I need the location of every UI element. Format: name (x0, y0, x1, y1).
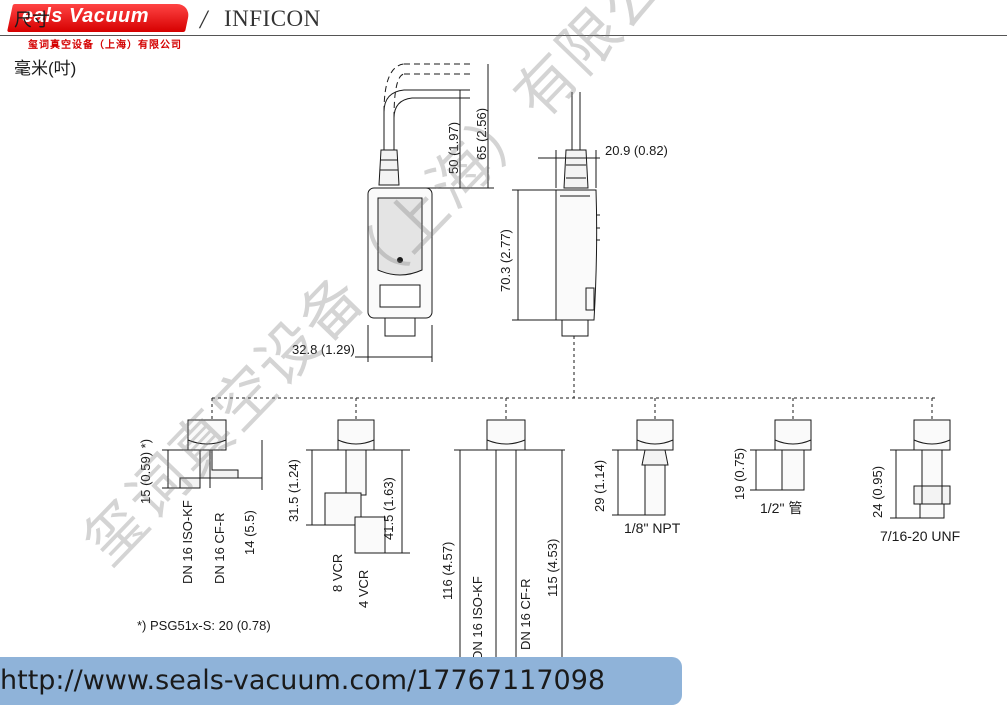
dim-unf-height: 24 (0.95) (870, 465, 885, 518)
fitting-tube (750, 419, 812, 491)
header-divider (0, 35, 1007, 36)
footnote: *) PSG51x-S: 20 (0.78) (137, 618, 271, 633)
url-banner (0, 657, 682, 705)
label-long-iso-kf: DN 16 ISO-KF (470, 576, 485, 660)
label-long-cf-r: DN 16 CF-R (518, 578, 533, 650)
dim-cf-r-height: 14 (5.5) (242, 510, 257, 555)
dim-tube-height: 19 (0.75) (732, 447, 747, 500)
dim-8vcr-height: 31.5 (1.24) (286, 459, 301, 522)
dim-long-cf-r: 115 (4.53) (545, 538, 560, 597)
fitting-unf (890, 419, 951, 519)
dim-npt-height: 29 (1.14) (592, 459, 607, 512)
units-label: 毫米(吋) (14, 59, 77, 78)
label-tube: 1/2" 管 (760, 500, 803, 516)
label-npt: 1/8" NPT (624, 520, 681, 536)
dim-front-width: 32.8 (1.29) (292, 342, 355, 357)
label-4vcr: 4 VCR (356, 569, 371, 608)
label-8vcr: 8 VCR (330, 553, 345, 592)
label-cf-r: DN 16 CF-R (212, 512, 227, 584)
side-view (512, 92, 600, 337)
dim-body-height: 70.3 (2.77) (498, 229, 513, 292)
dim-side-width: 20.9 (0.82) (605, 143, 668, 158)
brand-subtitle: 玺词真空设备（上海）有限公司 (28, 40, 182, 51)
fitting-iso-kf (162, 419, 263, 490)
label-unf: 7/16-20 UNF (880, 528, 961, 544)
front-view (355, 63, 494, 362)
partner-name: INFICON (224, 6, 321, 31)
fan-out-lines (211, 336, 935, 420)
page-heading: 尺寸 (14, 10, 50, 30)
brand-initial: S (0, 3, 7, 34)
brand-name: eals Vacuum (22, 5, 150, 27)
inficon-logo-icon: / (200, 5, 208, 34)
dim-long-iso-kf: 116 (4.57) (440, 541, 455, 600)
dim-4vcr-height: 41.5 (1.63) (381, 477, 396, 540)
fitting-npt (612, 419, 674, 516)
fitting-vcr (306, 419, 410, 554)
footer-url-link[interactable]: http://www.seals-vacuum.com/17767117098 (0, 665, 606, 696)
fitting-long-tube (454, 419, 565, 668)
